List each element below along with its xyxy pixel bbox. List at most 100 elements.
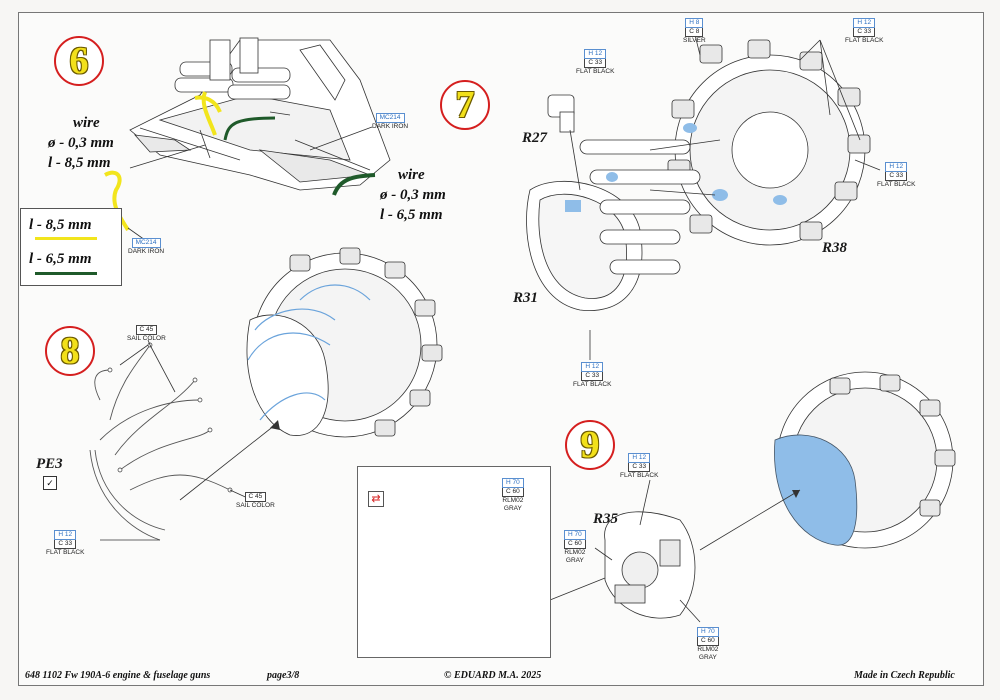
paint-name: FLAT BLACK bbox=[573, 381, 612, 388]
paint-c-code: C 33 bbox=[54, 540, 77, 549]
paint-code: MC214 bbox=[131, 238, 161, 248]
paint-c-code: C 33 bbox=[853, 28, 876, 37]
paint-callout-h70-inset: H 70 C 60 RLM02 GRAY bbox=[502, 478, 524, 513]
paint-h-code: H 12 bbox=[853, 18, 876, 28]
paint-name: RLM02 bbox=[502, 497, 524, 504]
wire-length-2: l - 6,5 mm bbox=[380, 207, 443, 223]
paint-h-code: H 8 bbox=[685, 18, 704, 28]
paint-c-code: C 33 bbox=[628, 463, 651, 472]
yellow-wire-installed bbox=[201, 91, 217, 136]
paint-h-code: H 70 bbox=[502, 478, 524, 488]
part-r27: R27 bbox=[522, 130, 548, 146]
paint-callout-h12-step9: H 12 C 33 FLAT BLACK bbox=[620, 453, 658, 480]
step-7-badge: 7 bbox=[440, 80, 490, 130]
paint-callout-h8-silver: H 8 C 8 SILVER bbox=[683, 18, 706, 45]
paint-callout-h12-right-top: H 12 C 33 FLAT BLACK bbox=[845, 18, 883, 45]
part-r35: R35 bbox=[593, 511, 619, 527]
footer-catalog: 648 1102 Fw 190A-6 engine & fuselage gun… bbox=[25, 670, 211, 681]
alternative-detail-inset: ⇄ bbox=[357, 466, 551, 658]
step8-engine-drawing bbox=[246, 247, 443, 438]
part-r38: R38 bbox=[822, 240, 848, 256]
paint-callout-dark-iron-b: MC214 DARK IRON bbox=[128, 238, 164, 256]
green-wire-installed bbox=[223, 116, 276, 141]
part-pe3: PE3 bbox=[36, 456, 63, 472]
step-7-number: 7 bbox=[455, 84, 475, 126]
legend-green-swatch bbox=[35, 272, 97, 275]
footer-origin: Made in Czech Republic bbox=[854, 670, 955, 681]
gun-bay-drawing bbox=[129, 37, 391, 191]
paint-name-2: GRAY bbox=[565, 557, 584, 564]
paint-c-code: C 45 bbox=[244, 492, 267, 502]
paint-name: FLAT BLACK bbox=[877, 181, 916, 188]
paint-c-code: C 33 bbox=[581, 372, 604, 381]
step-6-badge: 6 bbox=[54, 36, 104, 86]
wire-diameter-2: ø - 0,3 mm bbox=[380, 187, 446, 203]
step-9-number: 9 bbox=[580, 424, 600, 466]
paint-name: RLM02 bbox=[697, 646, 719, 653]
yellow-wire-installed-2 bbox=[194, 95, 222, 113]
paint-callout-c45-top: C 45 SAIL COLOR bbox=[127, 325, 166, 343]
paint-h-code: H 12 bbox=[581, 362, 604, 372]
step8-harness-drawing bbox=[89, 344, 231, 541]
paint-name: SAIL COLOR bbox=[127, 335, 166, 342]
paint-callout-h70-left: H 70 C 60 RLM02 GRAY bbox=[564, 530, 586, 565]
paint-c-code: C 33 bbox=[885, 172, 908, 181]
paint-h-code: H 70 bbox=[697, 627, 719, 637]
paint-code: MC214 bbox=[375, 113, 405, 123]
wire-label-2: wire bbox=[398, 167, 425, 183]
part-r31: R31 bbox=[513, 290, 539, 306]
paint-name: FLAT BLACK bbox=[576, 68, 615, 75]
footer-bar: 648 1102 Fw 190A-6 engine & fuselage gun… bbox=[18, 667, 984, 686]
legend-green-label: l - 6,5 mm bbox=[29, 251, 92, 267]
paint-c-code: C 60 bbox=[697, 637, 719, 646]
paint-h-code: H 70 bbox=[564, 530, 586, 540]
paint-c-code: C 33 bbox=[584, 59, 607, 68]
swap-arrows-icon: ⇄ bbox=[368, 491, 384, 507]
footer-page: page3/8 bbox=[267, 670, 300, 681]
paint-name: FLAT BLACK bbox=[46, 549, 85, 556]
wire-label: wire bbox=[73, 115, 100, 131]
paint-name: FLAT BLACK bbox=[845, 37, 884, 44]
paint-c-code: C 8 bbox=[685, 28, 704, 37]
paint-name: DARK IRON bbox=[372, 123, 409, 130]
green-wire-loose bbox=[332, 173, 376, 196]
legend-yellow-swatch bbox=[35, 237, 97, 240]
footer-copyright: © EDUARD M.A. 2025 bbox=[444, 670, 542, 681]
paint-name-2: GRAY bbox=[503, 505, 522, 512]
paint-callout-h12-step8: H 12 C 33 FLAT BLACK bbox=[46, 530, 84, 557]
step7-engine-drawing bbox=[526, 39, 871, 312]
paint-callout-dark-iron-a: MC214 DARK IRON bbox=[372, 113, 408, 131]
paint-name: FLAT BLACK bbox=[620, 472, 659, 479]
paint-h-code: H 12 bbox=[885, 162, 908, 172]
paint-name-2: GRAY bbox=[698, 654, 717, 661]
paint-c-code: C 45 bbox=[135, 325, 158, 335]
wire-length-legend: l - 8,5 mm l - 6,5 mm bbox=[20, 208, 122, 286]
step-8-badge: 8 bbox=[45, 326, 95, 376]
check-icon: ✓ bbox=[43, 476, 57, 490]
paint-c-code: C 60 bbox=[502, 488, 524, 497]
step-8-number: 8 bbox=[60, 330, 80, 372]
paint-name: DARK IRON bbox=[128, 248, 165, 255]
paint-callout-c45-right: C 45 SAIL COLOR bbox=[236, 492, 275, 510]
wire-length: l - 8,5 mm bbox=[48, 155, 111, 171]
step-9-badge: 9 bbox=[565, 420, 615, 470]
blue-plate bbox=[774, 434, 858, 546]
paint-callout-h70-bottom: H 70 C 60 RLM02 GRAY bbox=[697, 627, 719, 662]
wire-diameter: ø - 0,3 mm bbox=[48, 135, 114, 151]
legend-yellow-label: l - 8,5 mm bbox=[29, 217, 92, 233]
paint-h-code: H 12 bbox=[54, 530, 77, 540]
paint-h-code: H 12 bbox=[584, 49, 607, 59]
wire-spec-left: wire ø - 0,3 mm l - 8,5 mm bbox=[48, 113, 114, 173]
step-6-number: 6 bbox=[69, 40, 89, 82]
paint-callout-h12-top: H 12 C 33 FLAT BLACK bbox=[576, 49, 614, 76]
paint-h-code: H 12 bbox=[628, 453, 651, 463]
highlight-patch bbox=[565, 200, 581, 212]
paint-c-code: C 60 bbox=[564, 540, 586, 549]
paint-name: SILVER bbox=[683, 37, 706, 44]
crankcase-r35 bbox=[604, 511, 696, 619]
paint-name: SAIL COLOR bbox=[236, 502, 275, 509]
paint-name: RLM02 bbox=[564, 549, 586, 556]
wire-spec-right: wire ø - 0,3 mm l - 6,5 mm bbox=[380, 165, 446, 225]
paint-callout-h12-bottom: H 12 C 33 FLAT BLACK bbox=[573, 362, 611, 389]
